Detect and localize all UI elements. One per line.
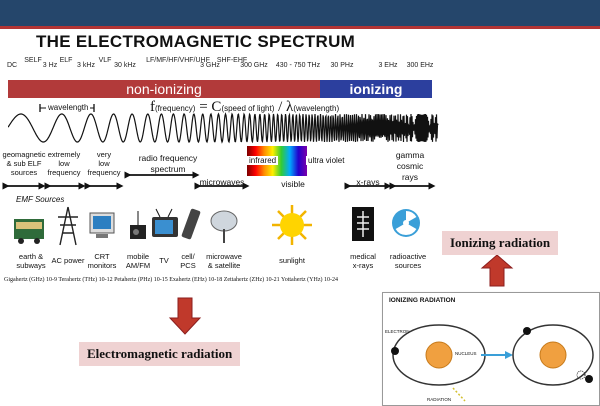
wave-formula: f(frequency) = C(speed of light) / λ(wav… — [150, 99, 340, 115]
up-arrow-icon — [480, 254, 514, 287]
atom-diagram — [391, 324, 594, 402]
freq-label: ELF — [59, 57, 73, 64]
frequency-unit-scale: Gigahertz (GHz) 10-9 Terahertz (THz) 10-… — [4, 277, 339, 283]
xray-icon — [352, 207, 374, 241]
freq-label: 30 kHz — [114, 62, 136, 69]
down-arrow-icon — [168, 297, 202, 335]
freq-label: 30 PHz — [330, 62, 354, 69]
cell-phone-icon — [181, 208, 201, 240]
wave-path — [8, 112, 439, 144]
callout-ionizing-radiation: Ionizing radiation — [442, 231, 559, 255]
category-ultraviolet: ultra violet — [306, 156, 347, 165]
freq-label: 430 - 750 THz — [275, 62, 321, 69]
freq-label: VLF — [98, 57, 112, 64]
freq-label: 300 EHz — [406, 62, 434, 69]
source-label: sunlight — [279, 256, 305, 265]
freq-label: SELF — [24, 57, 42, 64]
satellite-dish-icon — [210, 210, 238, 243]
emf-sources-label: EMF Sources — [16, 195, 65, 204]
freq-label: 300 GHz — [240, 62, 268, 69]
nucleus-label: NUCLEUS — [455, 351, 477, 356]
source-label: AC power — [51, 256, 85, 265]
wavelength-label: wavelength — [46, 103, 91, 112]
page-title: THE ELECTROMAGNETIC SPECTRUM — [36, 32, 356, 51]
ionizing-band: ionizing — [320, 80, 432, 98]
source-label: earth &subways — [16, 252, 46, 270]
electron-dot — [391, 347, 399, 355]
power-tower-icon — [58, 206, 78, 246]
tv-icon — [152, 208, 178, 237]
callout-electromagnetic-radiation: Electromagnetic radiation — [79, 342, 241, 366]
radio-icon — [130, 211, 146, 239]
emf-source-icons — [14, 205, 420, 246]
electron-label: ELECTRON — [385, 329, 410, 334]
category-arrows — [2, 171, 436, 190]
inset-title: IONIZING RADIATION — [389, 297, 456, 304]
header-bar — [0, 0, 600, 26]
header-stripe — [0, 26, 600, 29]
source-label: cell/PCS — [180, 252, 196, 270]
category-xrays: x-rays — [356, 177, 380, 187]
ionizing-radiation-inset: IONIZING RADIATION ELECTRON NUCLEUS RADI… — [382, 292, 600, 406]
freq-label: 3 kHz — [77, 62, 95, 69]
crt-monitor-icon — [89, 212, 115, 238]
freq-label: DC — [6, 62, 18, 69]
radiation-label: RADIATION — [427, 397, 452, 402]
freq-label: 3 EHz — [378, 62, 398, 69]
sun-icon — [272, 205, 312, 245]
train-icon — [14, 219, 44, 244]
category-infrared: infrared — [247, 156, 279, 165]
freq-label: 3 Hz — [42, 62, 58, 69]
freq-label: LF/MF/HF/VHF/UHF — [146, 57, 210, 64]
source-label: TV — [159, 256, 169, 265]
category-microwaves: microwaves — [199, 177, 245, 187]
freq-label: 3 GHz — [200, 62, 220, 69]
non-ionizing-band: non-ionizing — [8, 80, 320, 98]
freq-label: SHF-EHF — [216, 57, 248, 64]
radiation-icon — [392, 209, 420, 237]
category-visible: visible — [281, 179, 305, 189]
source-label: microwave& satellite — [206, 252, 242, 270]
